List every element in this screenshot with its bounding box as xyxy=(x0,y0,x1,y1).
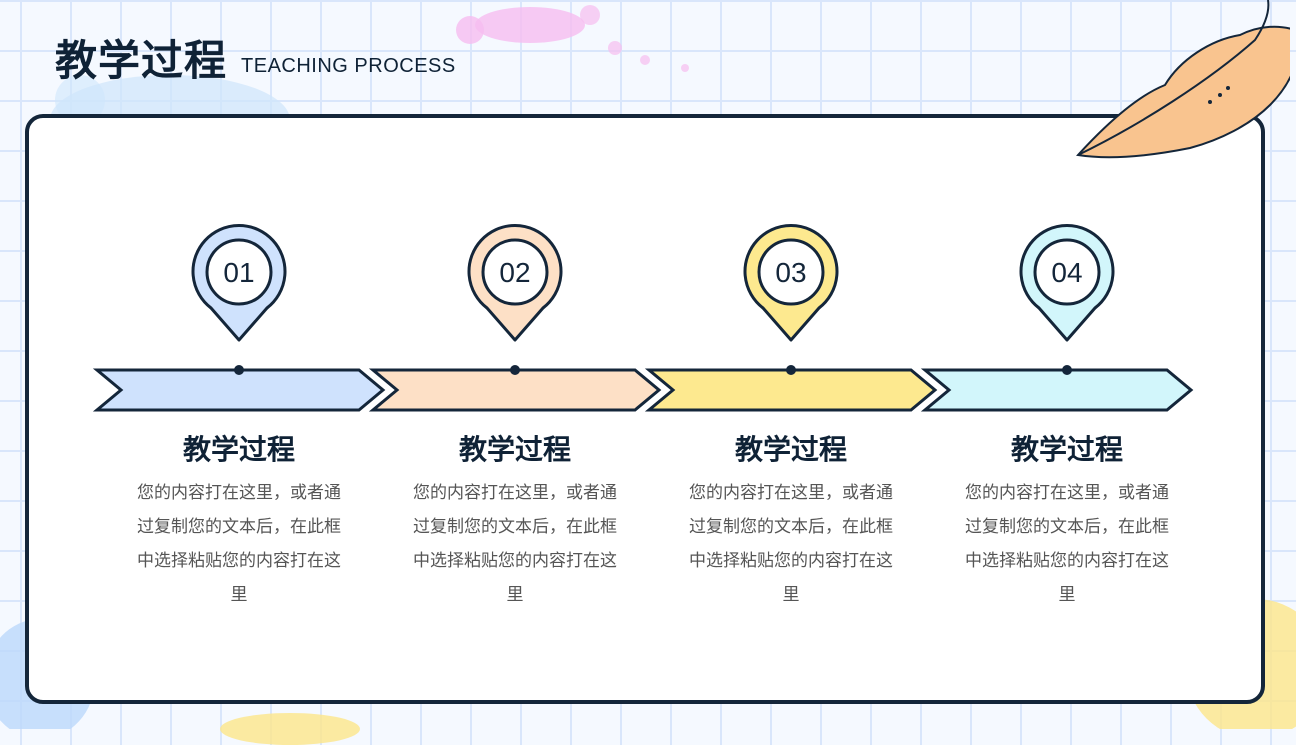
timeline-arrow-segment xyxy=(368,368,662,412)
timeline-dot xyxy=(234,365,244,375)
step-description: 您的内容打在这里，或者通过复制您的文本后，在此框中选择粘贴您的内容打在这里 xyxy=(413,483,617,605)
page-title: 教学过程 xyxy=(55,36,228,85)
pink-splash-decoration xyxy=(456,5,689,72)
timeline-dot xyxy=(786,365,796,375)
step-title: 教学过程 xyxy=(182,433,295,466)
leaf-decoration xyxy=(1076,0,1290,159)
timeline-arrow-segment xyxy=(920,368,1194,412)
timeline-arrow-segment xyxy=(644,368,938,412)
pin-inner-circle xyxy=(1033,238,1101,306)
step-description: 您的内容打在这里，或者通过复制您的文本后，在此框中选择粘贴您的内容打在这里 xyxy=(965,483,1169,605)
pin-inner-circle xyxy=(481,238,549,306)
step-title: 教学过程 xyxy=(1010,433,1123,466)
step-number: 04 xyxy=(1051,257,1082,288)
pin-inner-circle xyxy=(757,238,825,306)
pin-inner-circle xyxy=(205,238,273,306)
header: 教学过程 TEACHING PROCESS xyxy=(55,22,456,82)
step-number: 03 xyxy=(775,257,806,288)
step-title: 教学过程 xyxy=(734,433,847,466)
step-description: 您的内容打在这里，或者通过复制您的文本后，在此框中选择粘贴您的内容打在这里 xyxy=(689,483,893,605)
process-timeline: 01 02 03 04 xyxy=(92,224,1194,412)
timeline-dot xyxy=(510,365,520,375)
timeline-arrow-segment xyxy=(92,368,386,412)
step-description: 您的内容打在这里，或者通过复制您的文本后，在此框中选择粘贴您的内容打在这里 xyxy=(137,483,341,605)
step-number: 02 xyxy=(499,257,530,288)
step-number: 01 xyxy=(223,257,254,288)
timeline-dot xyxy=(1062,365,1072,375)
page-subtitle: TEACHING PROCESS xyxy=(241,55,456,77)
step-title: 教学过程 xyxy=(458,433,571,466)
